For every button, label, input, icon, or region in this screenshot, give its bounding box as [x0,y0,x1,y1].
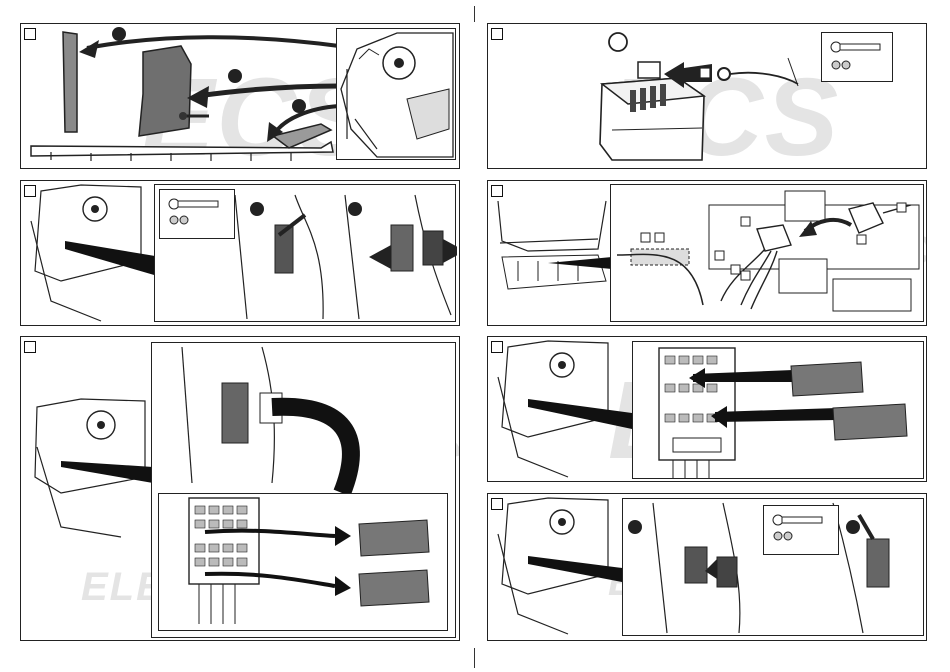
harness-connector-illustration [611,185,925,323]
tool-inset [763,505,839,555]
step-panel-fusebox-removal: ECS ELECTRONICS [20,336,460,641]
ratchet-wrench-icon [160,190,236,240]
step-panel-fusebox-connect: ECS [487,336,927,482]
tool-inset [821,32,893,82]
step-panel-trim-removal: ECS [20,23,460,169]
step-checkbox[interactable] [24,185,36,197]
step-panel-wiring-harness: ECTRONIC [487,180,927,326]
connector-detail-inset [154,184,456,322]
dashboard-door-illustration [337,29,457,161]
reattach-detail-inset [622,498,924,636]
ratchet-wrench-icon [764,506,840,556]
step-checkbox[interactable] [24,341,36,353]
fusebox-connector-inset [158,493,448,631]
center-divider-bottom [474,648,475,668]
car-door-inset [336,28,456,160]
step-panel-connector-unplug: ECTRONIC [20,180,460,326]
ratchet-wrench-icon [822,33,894,83]
center-divider-top [474,6,475,22]
fusebox-connect-illustration [633,342,925,480]
harness-detail-inset [610,184,924,322]
step-checkbox[interactable] [491,28,503,40]
tool-inset [159,189,235,239]
step-checkbox[interactable] [491,498,503,510]
step-panel-battery: ECS [487,23,927,169]
step-checkbox[interactable] [491,341,503,353]
fusebox-detail-inset [632,341,924,479]
step-checkbox[interactable] [491,185,503,197]
fusebox-connectors-illustration [159,494,449,632]
step-panel-reattach: ELECTRONIC [487,493,927,641]
step-checkbox[interactable] [24,28,36,40]
fusebox-detail-inset [151,342,456,638]
